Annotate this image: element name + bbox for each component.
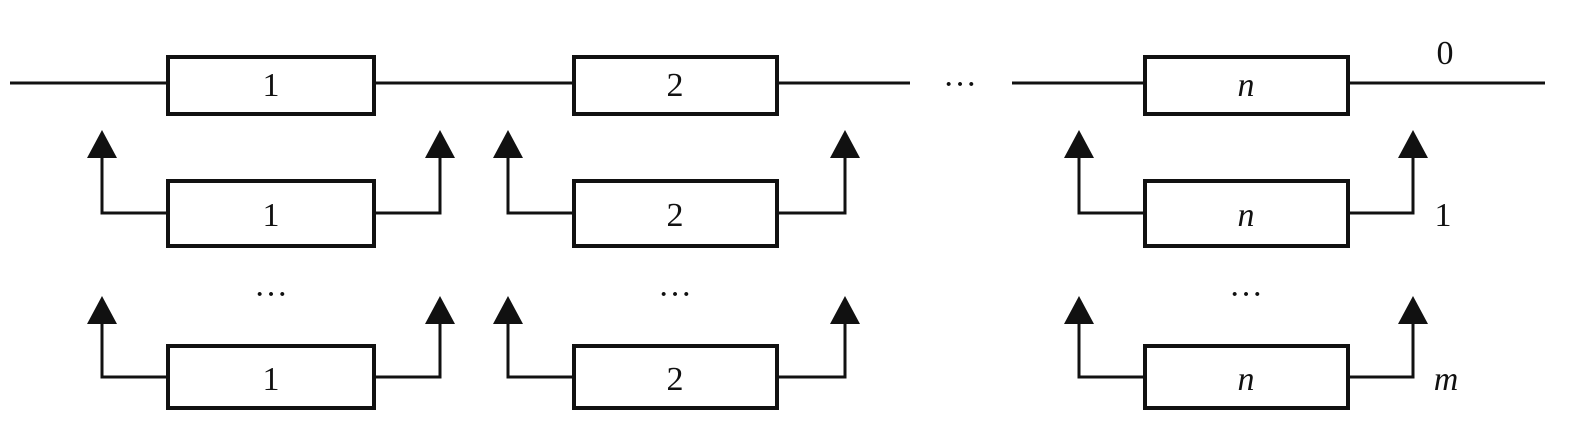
- column-1: 1 1 ··· 1: [87, 55, 455, 410]
- standby-block-n-row-1-label: n: [1238, 197, 1255, 234]
- standby-2-row-1: 2: [493, 130, 860, 248]
- row-label-first-standby: 1: [1435, 197, 1452, 234]
- standby-block-n-row-1: [1143, 179, 1350, 248]
- main-block-2-label: 2: [667, 67, 684, 104]
- standby-block-1-row-1: [166, 179, 376, 248]
- standby-block-2-row-m: [572, 344, 779, 410]
- standby-n-row-m: n: [1064, 296, 1428, 410]
- standby-n-row-1: n: [1064, 130, 1428, 248]
- standby-block-n-row-m-label: n: [1238, 361, 1255, 398]
- column-n-ellipsis: ···: [1229, 276, 1263, 313]
- standby-block-2-row-1: [572, 179, 779, 248]
- standby-block-1-row-1-label: 1: [263, 197, 280, 234]
- standby-block-1-row-m-label: 1: [263, 361, 280, 398]
- standby-2-row-m: 2: [493, 296, 860, 410]
- column-1-ellipsis: ···: [254, 276, 288, 313]
- main-block-1-label: 1: [263, 67, 280, 104]
- standby-block-2-row-m-label: 2: [667, 361, 684, 398]
- row-label-last-standby: m: [1434, 361, 1459, 398]
- series-ellipsis: ···: [943, 66, 977, 103]
- row-label-main: 0: [1437, 35, 1454, 72]
- standby-block-1-row-m: [166, 344, 376, 410]
- main-block-n-label: n: [1238, 67, 1255, 104]
- main-block-1: [166, 55, 376, 116]
- column-n: n n 1 ··· n m: [1064, 55, 1459, 410]
- standby-1-row-m: 1: [87, 296, 455, 410]
- main-block-2: [572, 55, 779, 116]
- standby-1-row-1: 1: [87, 130, 455, 248]
- standby-block-2-row-1-label: 2: [667, 197, 684, 234]
- column-2: 2 2 ··· 2: [493, 55, 860, 410]
- column-2-ellipsis: ···: [658, 276, 692, 313]
- standby-block-n-row-m: [1143, 344, 1350, 410]
- main-block-n: [1143, 55, 1350, 116]
